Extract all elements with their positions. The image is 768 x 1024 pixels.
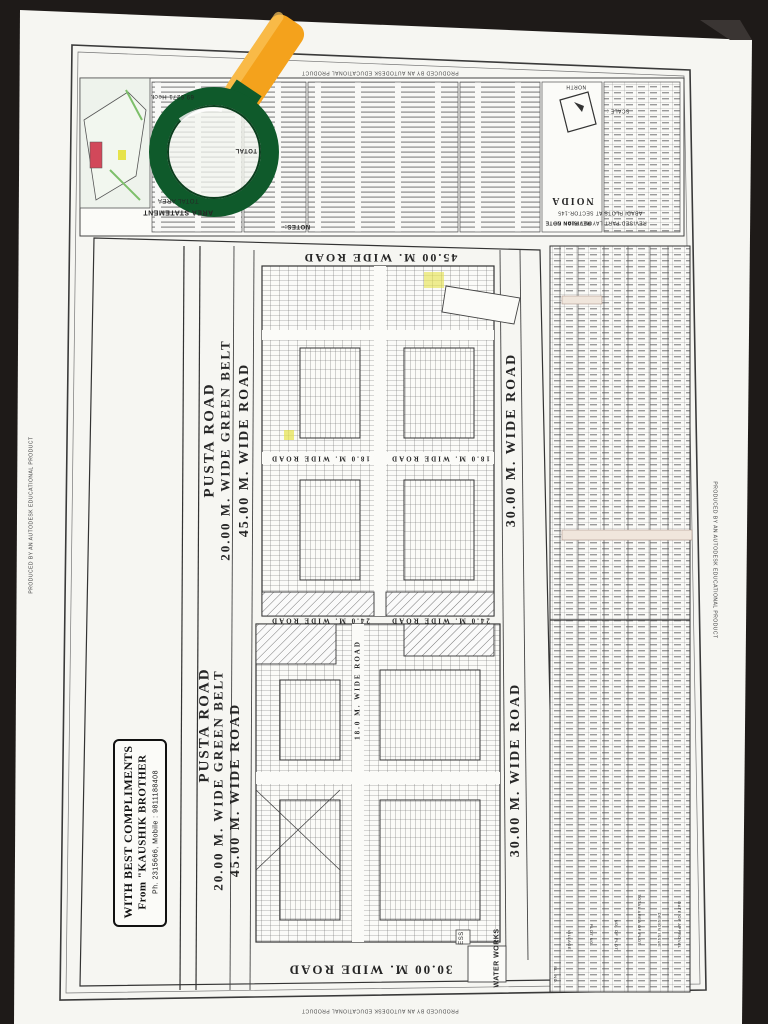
road-45m-label-left: 45.00 M. WIDE ROAD [228, 702, 243, 878]
table-header-plot-no: PLOT NO. [589, 923, 594, 947]
table-header-date-of-approval: DATE OF APPROVAL [677, 901, 682, 949]
total-area-label: TOTAL AREA [157, 197, 199, 203]
road-30m-label-left: 30.00 M. WIDE ROAD [508, 682, 523, 858]
scale-label: SCALE : [606, 107, 630, 114]
north-label: NORTH [565, 83, 587, 90]
magnifier-icon [149, 11, 305, 217]
plan-title-1: REVISED PART LAYOUT PLAN OF [553, 219, 647, 226]
watermark-top: PRODUCED BY AN AUTODESK EDUCATIONAL PROD… [301, 69, 459, 76]
watermark-left: PRODUCED BY AN AUTODESK EDUCATIONAL PROD… [28, 436, 35, 594]
pusta-road-label-right: PUSTA ROAD [201, 382, 218, 498]
water-works-label: WATER WORKS [493, 928, 501, 988]
compliments-stamp [113, 739, 167, 927]
plot-table [549, 245, 691, 993]
notes-heading: NOTES:- [281, 223, 311, 229]
road-24m-label-b: 24.0 M. WIDE ROAD [390, 616, 490, 625]
watermark-right: PRODUCED BY AN AUTODESK EDUCATIONAL PROD… [711, 481, 718, 639]
north-arrow [574, 102, 584, 112]
table-header-no-of-plot: NO. OF PLOT [614, 919, 619, 951]
road-30m-label-bottom: 30.00 M. WIDE ROAD [287, 962, 453, 978]
road-45m-label-top: 45.00 M. WIDE ROAD [302, 251, 458, 265]
area-statement-heading: AREA STATEMENT [142, 208, 214, 216]
table-header-design-issue: DESIGN ISSUE [657, 912, 662, 948]
ess-label: ESS [459, 931, 465, 945]
road-18m-label-a: 18.0 M. WIDE ROAD [270, 454, 370, 463]
table-header-village: VILLAGE [567, 929, 572, 951]
total-label: TOTAL [235, 147, 257, 153]
stamp-line-2: From "KAUSHIK BROTHER [136, 754, 149, 910]
stamp-line-3: Ph. 2315666, Mobile : 9811188408 [152, 770, 160, 894]
total-area-value: 69.6271 Hect. [150, 93, 194, 99]
green-belt-label-left: 20.00 M. WIDE GREEN BELT [210, 669, 226, 891]
road-18m-label-b: 18.0 M. WIDE ROAD [390, 454, 490, 463]
road-30m-label-right: 30.00 M. WIDE ROAD [504, 352, 519, 528]
table-header-sl: SL. NO. [553, 966, 558, 984]
plan-title-2: ABADI PLOTS AT SECTOR-145 [557, 209, 643, 216]
noida-logo: NOIDA [550, 195, 594, 206]
drawing-frame [59, 44, 707, 1001]
green-belt-label-right: 20.00 M. WIDE GREEN BELT [217, 339, 233, 561]
table-header-total-area: TOTAL AREA OF PLOT [637, 894, 642, 946]
road-18m-label-c: 18.0 M. WIDE ROAD [353, 640, 362, 740]
stamp-line-1: WITH BEST COMPLIMENTS [121, 745, 135, 919]
watermark-bottom: PRODUCED BY AN AUTODESK EDUCATIONAL PROD… [301, 1007, 459, 1014]
road-45m-label-right: 45.00 M. WIDE ROAD [237, 362, 252, 538]
road-24m-label-a: 24.0 M. WIDE ROAD [270, 616, 370, 625]
